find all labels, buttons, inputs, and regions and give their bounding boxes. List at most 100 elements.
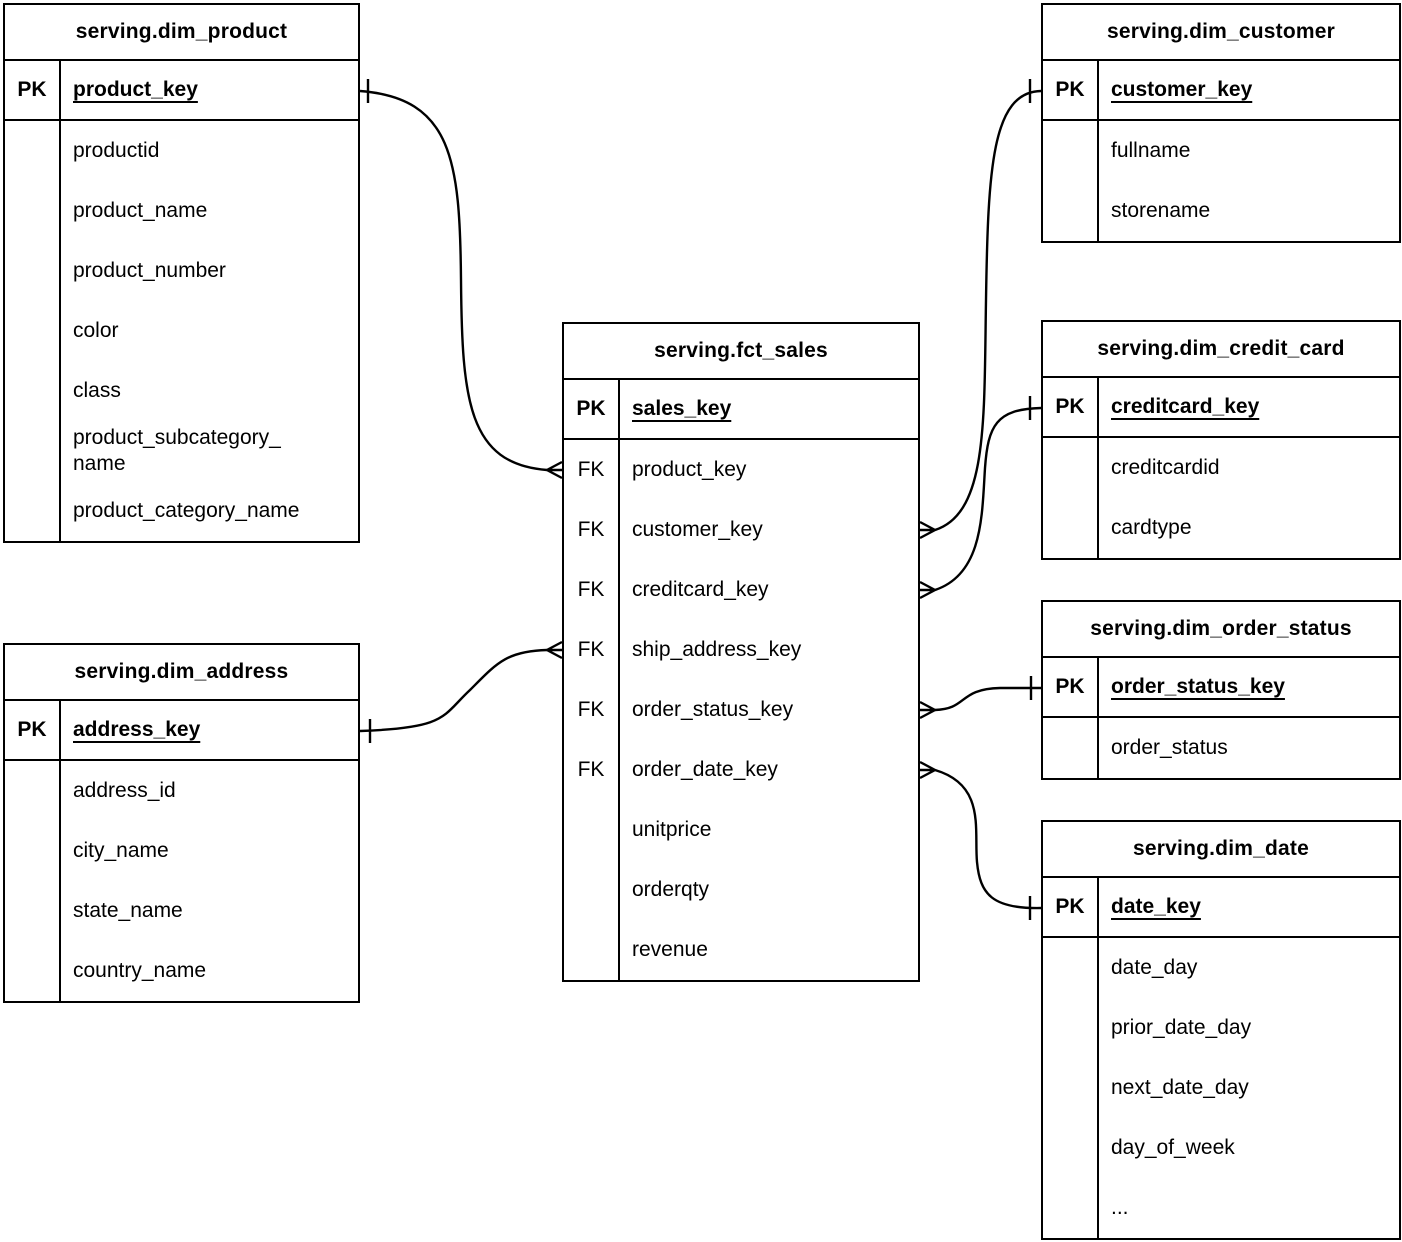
fk-key-label: FK	[564, 620, 620, 680]
field-row: FK order_status_key	[564, 680, 918, 740]
pk-key-label: PK	[5, 701, 61, 759]
field-name: address_id	[73, 779, 176, 802]
field-row: creditcardid	[1043, 438, 1399, 498]
table-serving-dim-date: serving.dim_date PK date_key date_day pr…	[1041, 820, 1401, 1240]
cardinality-many-crowfoot	[544, 460, 563, 480]
pk-row: PK order_status_key	[1043, 658, 1399, 718]
field-row: color	[5, 301, 358, 361]
relationship-product-sales	[359, 79, 563, 480]
table-serving-fct-sales: serving.fct_sales PK sales_key FK produc…	[562, 322, 920, 982]
field-name: color	[73, 319, 119, 342]
pk-row: PK creditcard_key	[1043, 378, 1399, 438]
pk-key-label: PK	[1043, 378, 1099, 436]
field-name: orderqty	[632, 878, 710, 901]
field-name: fullname	[1111, 139, 1191, 162]
pk-field-name: order_status_key	[1111, 675, 1285, 698]
table-title: serving.dim_credit_card	[1043, 322, 1399, 378]
field-name: next_date_day	[1111, 1076, 1249, 1099]
table-title: serving.fct_sales	[564, 324, 918, 380]
cardinality-many-crowfoot	[919, 520, 938, 540]
relationship-line	[934, 406, 1042, 592]
fk-key-label: FK	[564, 680, 620, 740]
field-row: FK creditcard_key	[564, 560, 918, 620]
pk-row: PK sales_key	[564, 380, 918, 440]
pk-key-label: PK	[1043, 61, 1099, 119]
field-name: product_number	[73, 259, 226, 282]
fk-key-label: FK	[564, 740, 620, 800]
table-serving-dim-order-status: serving.dim_order_status PK order_status…	[1041, 600, 1401, 780]
pk-key-label: PK	[1043, 658, 1099, 716]
table-title: serving.dim_product	[5, 5, 358, 61]
field-name: product_category_name	[73, 499, 300, 522]
field-row: class	[5, 361, 358, 421]
pk-key-label: PK	[1043, 878, 1099, 936]
field-row: orderqty	[564, 860, 918, 920]
relationship-line	[934, 686, 1041, 712]
field-row: cardtype	[1043, 498, 1399, 558]
field-row: city_name	[5, 821, 358, 881]
field-name: prior_date_day	[1111, 1016, 1252, 1039]
field-row: ...	[1043, 1178, 1399, 1238]
field-name: creditcardid	[1111, 456, 1220, 479]
field-name: order_date_key	[632, 758, 778, 781]
field-name: class	[73, 379, 121, 402]
table-serving-dim-address: serving.dim_address PK address_key addre…	[3, 643, 360, 1003]
fk-key-label: FK	[564, 440, 620, 500]
field-name: state_name	[73, 899, 183, 922]
field-name: revenue	[632, 938, 708, 961]
table-title: serving.dim_date	[1043, 822, 1399, 878]
pk-key-label: PK	[564, 380, 620, 438]
field-row: product_name	[5, 181, 358, 241]
field-name: order_status_key	[632, 698, 794, 721]
relationship-line	[359, 89, 548, 472]
field-row: product_number	[5, 241, 358, 301]
field-name: customer_key	[632, 518, 763, 541]
fk-key-label: FK	[564, 500, 620, 560]
cardinality-many-crowfoot	[919, 580, 938, 600]
field-row: date_day	[1043, 938, 1399, 998]
field-row: product_subcategory_ name	[5, 421, 358, 481]
field-row: day_of_week	[1043, 1118, 1399, 1178]
field-name: ...	[1111, 1196, 1129, 1219]
table-title: serving.dim_customer	[1043, 5, 1399, 61]
field-name: country_name	[73, 959, 207, 982]
relationship-address-sales	[359, 640, 563, 743]
pk-row: PK customer_key	[1043, 61, 1399, 121]
pk-field-name: date_key	[1111, 895, 1201, 918]
field-row: state_name	[5, 881, 358, 941]
table-serving-dim-credit-card: serving.dim_credit_card PK creditcard_ke…	[1041, 320, 1401, 560]
pk-key-label: PK	[5, 61, 61, 119]
field-row: FK ship_address_key	[564, 620, 918, 680]
field-name: date_day	[1111, 956, 1198, 979]
cardinality-many-crowfoot	[919, 760, 938, 780]
field-name: product_name	[73, 199, 208, 222]
table-title: serving.dim_order_status	[1043, 602, 1399, 658]
field-row: product_category_name	[5, 481, 358, 541]
pk-field-name: product_key	[73, 78, 198, 101]
field-name: product_subcategory_ name	[73, 426, 281, 475]
relationship-line	[359, 648, 548, 733]
pk-field-name: sales_key	[632, 397, 732, 420]
cardinality-many-crowfoot	[919, 700, 938, 720]
field-name: creditcard_key	[632, 578, 769, 601]
relationship-orderstatus-sales	[919, 676, 1041, 720]
relationship-creditcard-sales	[919, 396, 1042, 600]
relationship-customer-sales	[919, 79, 1042, 540]
field-name: order_status	[1111, 736, 1228, 759]
field-row: address_id	[5, 761, 358, 821]
field-row: country_name	[5, 941, 358, 1001]
field-row: next_date_day	[1043, 1058, 1399, 1118]
field-name: storename	[1111, 199, 1211, 222]
field-name: product_key	[632, 458, 747, 481]
relationship-line	[934, 89, 1042, 532]
table-serving-dim-customer: serving.dim_customer PK customer_key ful…	[1041, 3, 1401, 243]
pk-row: PK address_key	[5, 701, 358, 761]
field-row: fullname	[1043, 121, 1399, 181]
pk-field-name: creditcard_key	[1111, 395, 1260, 418]
field-name: ship_address_key	[632, 638, 802, 661]
field-row: storename	[1043, 181, 1399, 241]
field-row: FK order_date_key	[564, 740, 918, 800]
table-serving-dim-product: serving.dim_product PK product_key produ…	[3, 3, 360, 543]
field-row: unitprice	[564, 800, 918, 860]
relationship-line	[934, 768, 1042, 910]
